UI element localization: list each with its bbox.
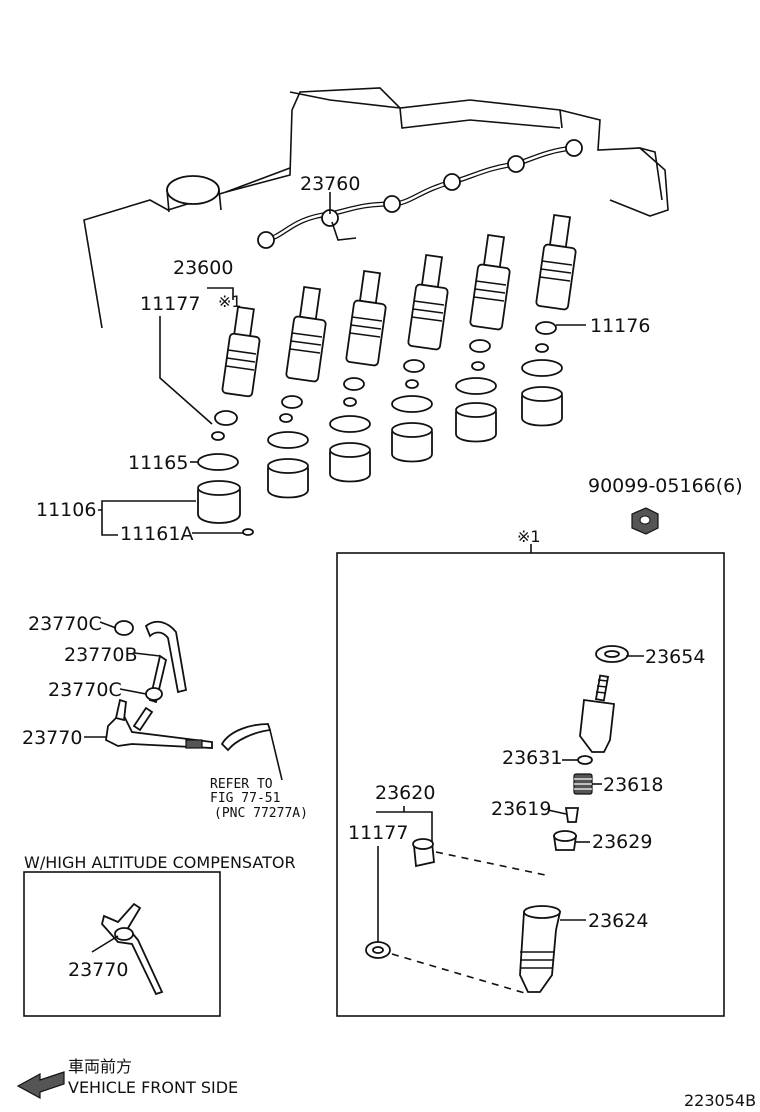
label-11176: 11176 xyxy=(590,315,650,337)
injector-5 xyxy=(455,234,511,443)
oil-filler-cap xyxy=(166,175,220,205)
injector-row xyxy=(197,214,577,536)
label-23760: 23760 xyxy=(300,173,360,195)
vacuum-hose-assembly xyxy=(84,620,283,781)
label-23624: 23624 xyxy=(588,910,648,932)
injector-1-seats xyxy=(197,453,254,536)
refer-text-line1: REFER TO xyxy=(210,777,273,792)
label-23619: 23619 xyxy=(491,798,551,820)
label-23620: 23620 xyxy=(375,782,435,804)
label-23629: 23629 xyxy=(592,831,652,853)
injector-6 xyxy=(521,214,577,427)
note-mark-1-box: ※1 xyxy=(517,527,541,546)
injector-2 xyxy=(267,286,327,499)
front-label-en: VEHICLE FRONT SIDE xyxy=(68,1078,238,1097)
injector-1 xyxy=(211,306,261,441)
refer-text-line3: (PNC 77277A) xyxy=(214,806,308,821)
label-11177-top: 11177 xyxy=(140,293,200,315)
label-23631: 23631 xyxy=(502,747,562,769)
altitude-box-title: W/HIGH ALTITUDE COMPENSATOR xyxy=(24,853,296,872)
label-23770C-bottom: 23770C xyxy=(48,679,122,701)
label-23770C-top: 23770C xyxy=(28,613,102,635)
vehicle-front-arrow-icon xyxy=(16,1071,65,1100)
label-11165: 11165 xyxy=(128,452,188,474)
refer-text-line2: FIG 77-51 xyxy=(210,791,280,806)
front-label-jp: 車両前方 xyxy=(68,1057,132,1076)
note-mark-1: ※1 xyxy=(218,292,242,311)
figure-id: 223054B xyxy=(684,1091,756,1110)
label-11106: 11106 xyxy=(36,499,96,521)
label-90099-05166: 90099-05166(6) xyxy=(588,475,743,497)
nozzle-holder-detail-box xyxy=(336,544,725,1017)
label-23770: 23770 xyxy=(22,727,82,749)
injector-3 xyxy=(329,270,387,483)
injector-4 xyxy=(391,254,449,463)
label-23770-altitude: 23770 xyxy=(68,959,128,981)
altitude-compensator-box xyxy=(23,871,221,1017)
label-23770B: 23770B xyxy=(64,644,137,666)
label-11177-box: 11177 xyxy=(348,822,408,844)
label-23600: 23600 xyxy=(173,257,233,279)
label-23618: 23618 xyxy=(603,774,663,796)
label-23654: 23654 xyxy=(645,646,705,668)
engine-block-outline xyxy=(83,87,669,329)
injection-pipe xyxy=(257,139,583,249)
label-11161A: 11161A xyxy=(120,523,193,545)
upper-leader-lines xyxy=(98,192,586,536)
